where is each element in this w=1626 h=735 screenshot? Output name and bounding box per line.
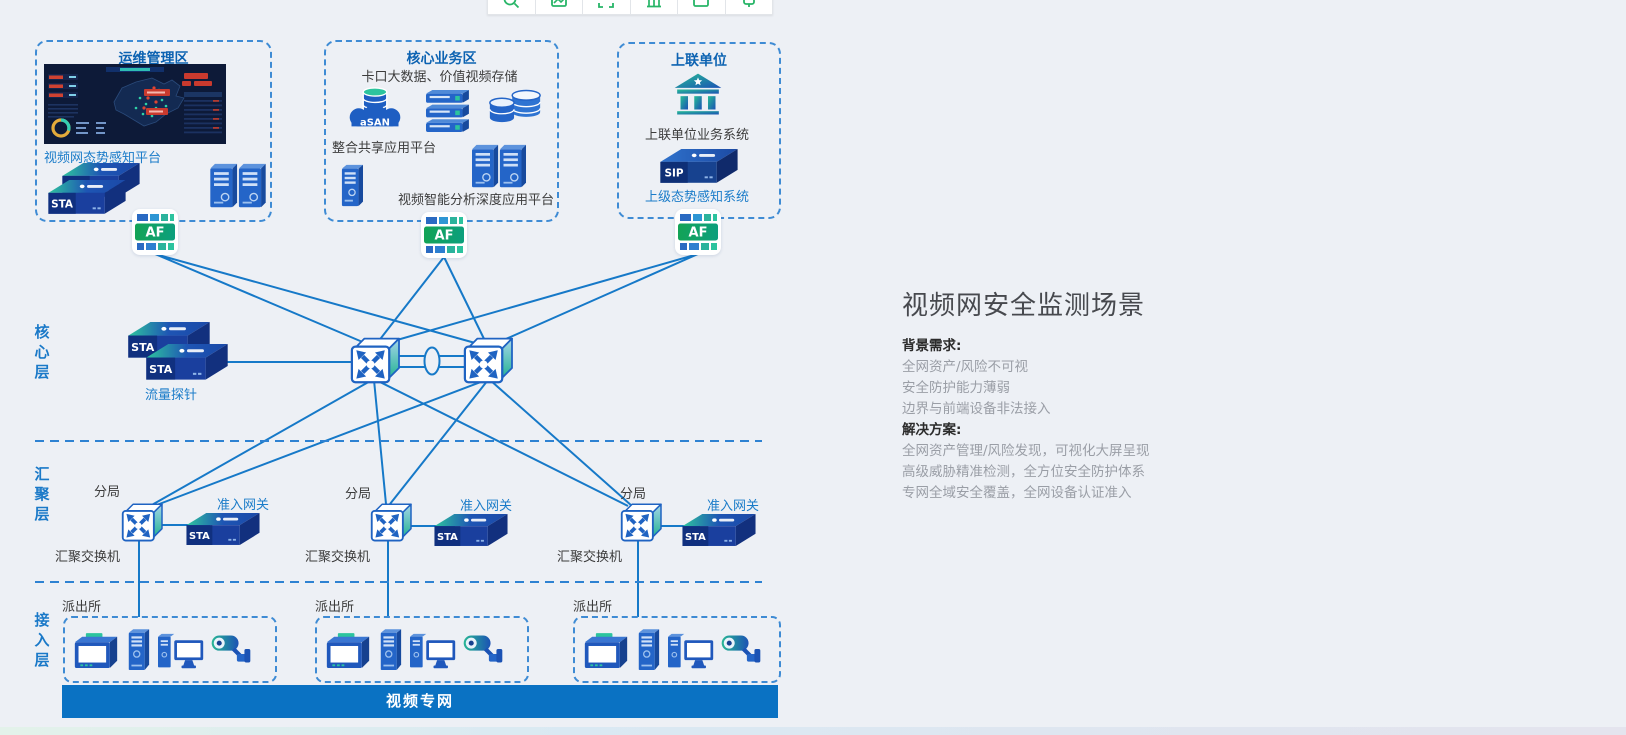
af-firewall [675, 209, 721, 255]
solution-item: 高级威胁精准检测，全方位安全防护体系 [902, 464, 1145, 480]
video-terminal-icon [73, 633, 119, 670]
scan-icon [598, 3, 615, 8]
zone-ops-title: 运维管理区 [118, 51, 189, 67]
zone-uplink-title: 上联单位 [671, 53, 727, 69]
image-icon [550, 0, 567, 7]
background-heading: 背景需求: [902, 338, 962, 354]
station-label: 派出所 [62, 600, 102, 615]
gateway-label: 准入网关 [217, 498, 270, 513]
af-firewall-icon [675, 209, 721, 255]
branch-label: 分局 [345, 487, 372, 502]
branch-label: 分局 [620, 487, 647, 502]
traffic-probe-label: 流量探针 [145, 388, 198, 403]
core-switch [463, 336, 513, 384]
zone-core-title: 核心业务区 [406, 51, 477, 67]
video-terminal-icon [583, 633, 629, 670]
gateway-label: 准入网关 [460, 499, 513, 514]
workstation-icon [668, 633, 715, 671]
server-rack-pair [210, 162, 266, 210]
background-item: 安全防护能力薄弱 [902, 380, 1010, 396]
cctv-camera-icon [720, 632, 762, 666]
core-platform1-label: 整合共享应用平台 [332, 141, 437, 156]
server-tower-icon [340, 164, 364, 208]
top-toolbar [487, 0, 773, 15]
description-panel: 视频网安全监测场景 背景需求: 全网资产/风险不可视 安全防护能力薄弱 边界与前… [902, 285, 1332, 504]
uplink-system-label: 上联单位业务系统 [644, 128, 749, 143]
core-subtitle: 卡口大数据、价值视频存储 [361, 70, 518, 85]
toolbar-image-button[interactable] [535, 0, 583, 15]
card-icon [693, 0, 710, 7]
database-cylinders-icon [488, 84, 542, 129]
core-switch [350, 336, 400, 384]
sta-probe-device [146, 344, 228, 383]
server-tower-icon [637, 629, 660, 672]
asan-storage-icon [346, 83, 404, 130]
solution-item: 全网资产管理/风险发现，可视化大屏呈现 [902, 443, 1150, 459]
aggregation-switch [370, 502, 412, 542]
access-group-box [63, 616, 277, 683]
server-stack-icon [424, 90, 470, 132]
background-item: 边界与前端设备非法接入 [902, 401, 1051, 417]
af-firewall-icon [132, 209, 178, 255]
aggregation-switch [121, 502, 163, 542]
cctv-camera-icon [210, 632, 252, 666]
af-firewall-icon [421, 212, 467, 258]
af-firewall [132, 209, 178, 255]
toolbar-building-button[interactable] [630, 0, 678, 15]
plug-icon [742, 0, 755, 7]
layer-label-access: 接入层 [34, 611, 50, 669]
sip-device [660, 149, 738, 186]
workstation-icon [158, 633, 205, 671]
cctv-camera-icon [462, 632, 504, 666]
access-group-box [315, 616, 529, 683]
station-label: 派出所 [573, 600, 613, 615]
sta-probe-device [48, 180, 126, 217]
panel-title: 视频网安全监测场景 [902, 291, 1146, 321]
server-rack-pair [472, 143, 526, 190]
search-icon [503, 0, 520, 9]
solution-item: 专网全域安全覆盖，全网设备认证准入 [902, 485, 1132, 501]
branch-label: 分局 [94, 485, 121, 500]
layer-label-aggregation: 汇聚层 [34, 465, 50, 523]
sta-gateway-device [682, 514, 756, 549]
ops-platform-label: 视频网态势感知平台 [44, 151, 162, 166]
access-group-box [573, 616, 781, 683]
aggregation-switch [620, 502, 662, 542]
uplink-awareness-label: 上级态势感知系统 [644, 190, 749, 205]
bank-building-icon [672, 72, 724, 117]
agg-switch-label: 汇聚交换机 [305, 550, 371, 565]
bottom-gradient-strip [0, 727, 1626, 735]
gateway-label: 准入网关 [707, 499, 760, 514]
toolbar-search-button[interactable] [487, 0, 536, 15]
background-item: 全网资产/风险不可视 [902, 359, 1029, 375]
core-platform2-label: 视频智能分析深度应用平台 [398, 193, 555, 208]
sta-gateway-device [186, 513, 260, 548]
agg-switch-label: 汇聚交换机 [55, 550, 121, 565]
video-private-network-bar: 视频专网 [62, 685, 778, 718]
situational-awareness-dashboard [44, 64, 226, 144]
toolbar-scan-button[interactable] [583, 0, 631, 15]
building-icon [646, 0, 661, 8]
video-terminal-icon [325, 633, 371, 670]
layer-label-core: 核心层 [34, 323, 50, 381]
toolbar-card-button[interactable] [678, 0, 726, 15]
solution-heading: 解决方案: [902, 422, 962, 438]
toolbar-plug-button[interactable] [725, 0, 773, 15]
af-firewall [421, 212, 467, 258]
workstation-icon [410, 633, 457, 671]
sta-gateway-device [434, 514, 508, 549]
server-tower-icon [379, 629, 402, 672]
station-label: 派出所 [315, 600, 355, 615]
server-tower-icon [127, 629, 150, 672]
agg-switch-label: 汇聚交换机 [557, 550, 623, 565]
